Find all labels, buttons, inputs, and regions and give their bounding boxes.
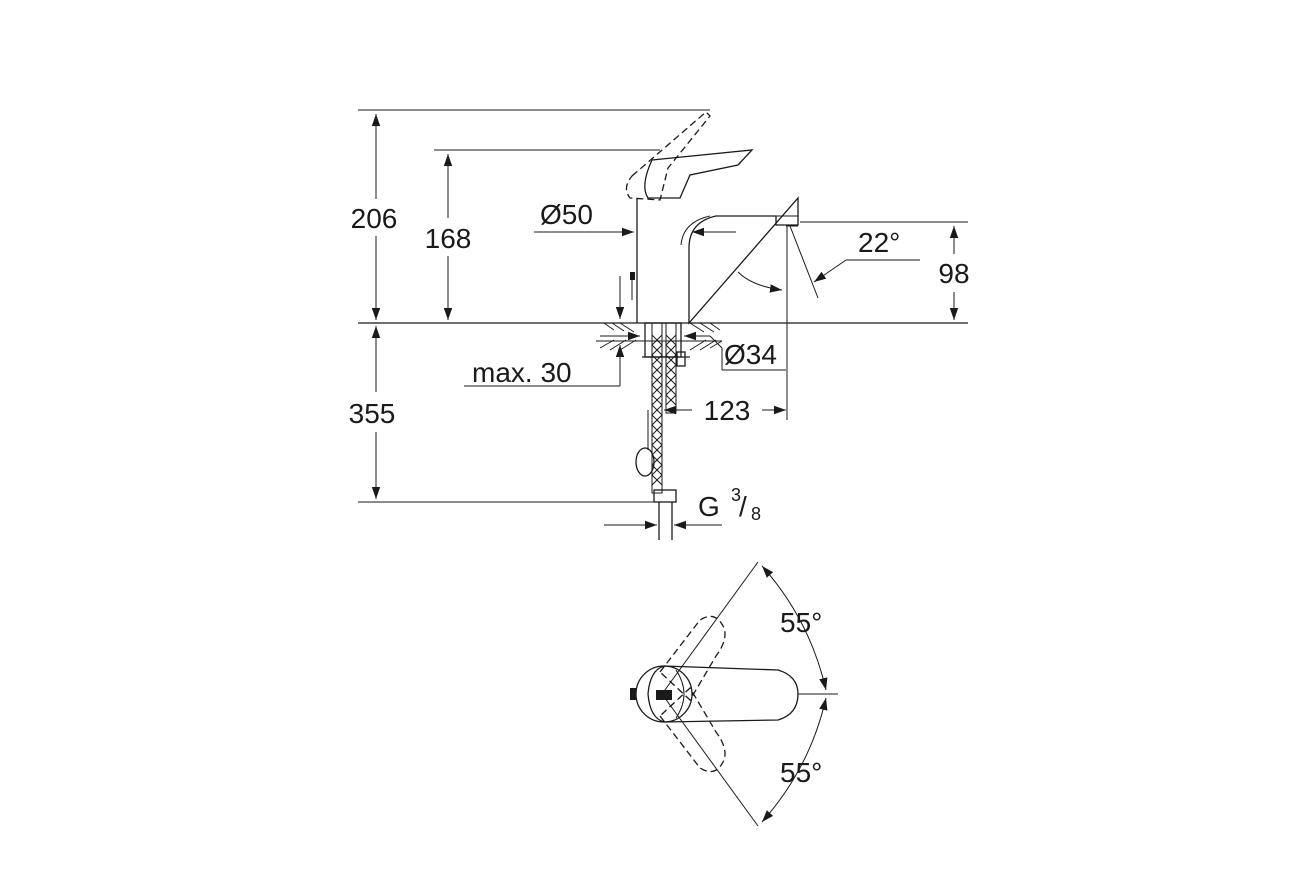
lever-position-top (659, 615, 726, 702)
dim-label-34: Ø34 (724, 339, 777, 370)
rotation-label-bottom: 55° (780, 757, 822, 788)
deck-hatching (596, 322, 723, 351)
dim-34-leader-diag (709, 335, 723, 349)
rotation-arc-bottom (761, 697, 828, 823)
lever-position-bottom (659, 686, 726, 773)
connection-nut (653, 489, 677, 503)
dim-label-30: max. 30 (472, 357, 572, 388)
lever-raised-outline (625, 111, 711, 201)
rotation-arc-top (761, 565, 828, 691)
fixing-clip (676, 351, 686, 367)
dim-label-98: 98 (938, 258, 969, 289)
rotation-label-top: 55° (780, 607, 822, 638)
rotation-line-top (661, 561, 759, 695)
dim-label-206: 206 (351, 203, 398, 234)
pop-up-top (630, 688, 636, 700)
faucet-body (636, 196, 799, 325)
dim-label-g-slash: / (739, 491, 747, 522)
angle-leader (813, 259, 847, 283)
dim-label-g-num: 3 (731, 485, 741, 505)
dim-label-50: Ø50 (540, 199, 593, 230)
angle-arc (737, 271, 783, 293)
dim-label-g-den: 8 (751, 504, 761, 524)
lever (644, 149, 754, 199)
spout-contour (680, 215, 711, 246)
dim-label-123: 123 (704, 395, 751, 426)
dim-label-g: G (698, 491, 720, 522)
top-view: 55° 55° (630, 561, 838, 827)
spout-angle-line (789, 225, 819, 299)
lever-top (647, 665, 799, 723)
dim-label-355: 355 (349, 398, 396, 429)
pop-up-tab (630, 272, 635, 280)
dim-label-168: 168 (425, 223, 472, 254)
lever-top-contour (675, 669, 685, 719)
supply-hoses (651, 322, 677, 494)
logo-mark (656, 690, 672, 700)
pop-up-knob (635, 447, 655, 477)
dim-label-22deg: 22° (858, 227, 900, 258)
rotation-line-bottom (661, 693, 759, 827)
side-view: 206 168 Ø50 98 22° Ø34 max. 30 (349, 109, 970, 540)
